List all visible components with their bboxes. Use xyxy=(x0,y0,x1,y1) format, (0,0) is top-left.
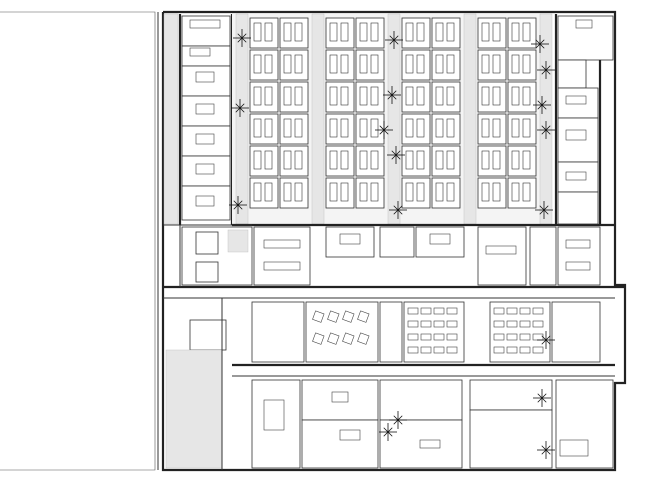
middle-service-band xyxy=(163,226,625,299)
plant-symbol xyxy=(231,99,249,117)
plant-symbol xyxy=(537,121,555,139)
desk xyxy=(506,346,518,354)
plant-symbol xyxy=(387,146,405,164)
desk xyxy=(519,346,531,354)
desk xyxy=(433,346,445,354)
bed-room xyxy=(249,49,309,81)
desk xyxy=(506,320,518,328)
left-office-wing xyxy=(163,13,234,225)
table xyxy=(357,332,370,345)
bed-room xyxy=(477,145,537,177)
bed-room xyxy=(249,17,309,49)
bottom-band-rooms xyxy=(251,379,614,469)
ward-bed-rooms xyxy=(249,17,537,209)
site-boundary-line xyxy=(0,11,156,471)
plant-symbol xyxy=(379,423,397,441)
desk xyxy=(519,333,531,341)
bed-room xyxy=(477,49,537,81)
bed-room xyxy=(477,17,537,49)
bed-room xyxy=(401,17,461,49)
plant-symbol xyxy=(233,29,251,47)
bed-room xyxy=(249,177,309,209)
bed-room xyxy=(249,113,309,145)
desk xyxy=(407,307,419,315)
bed-room xyxy=(325,49,385,81)
desk xyxy=(433,320,445,328)
classroom-desks xyxy=(312,307,544,354)
desk xyxy=(420,346,432,354)
desk xyxy=(493,320,505,328)
table xyxy=(342,332,355,345)
bed-room xyxy=(249,81,309,113)
plant-symbol xyxy=(537,331,555,349)
bed-room xyxy=(325,145,385,177)
desk xyxy=(446,346,458,354)
bed-room xyxy=(401,49,461,81)
bed-room xyxy=(401,145,461,177)
bed-room xyxy=(325,81,385,113)
bed-room xyxy=(477,113,537,145)
plant-symbol xyxy=(385,31,403,49)
table xyxy=(312,310,325,323)
plant-symbol xyxy=(389,411,407,429)
bed-room xyxy=(249,145,309,177)
desk xyxy=(506,333,518,341)
plant-symbol xyxy=(537,441,555,459)
table xyxy=(312,332,325,345)
bed-room xyxy=(325,177,385,209)
desk xyxy=(420,333,432,341)
bed-room xyxy=(325,17,385,49)
table xyxy=(327,310,340,323)
bed-room xyxy=(401,81,461,113)
desk xyxy=(407,320,419,328)
bed-room xyxy=(477,81,537,113)
desk xyxy=(433,307,445,315)
plant-symbol xyxy=(531,35,549,53)
desk xyxy=(446,307,458,315)
table xyxy=(357,310,370,323)
bed-room xyxy=(325,113,385,145)
plant-symbols xyxy=(229,29,555,459)
desk xyxy=(532,346,544,354)
desk xyxy=(532,333,544,341)
bed-room xyxy=(477,177,537,209)
building-outline xyxy=(157,10,627,472)
plant-symbol xyxy=(383,86,401,104)
plant-symbol xyxy=(537,61,555,79)
desk xyxy=(407,333,419,341)
desk xyxy=(532,320,544,328)
table xyxy=(327,332,340,345)
plant-symbol xyxy=(375,121,393,139)
desk xyxy=(493,307,505,315)
desk xyxy=(493,333,505,341)
desk xyxy=(407,346,419,354)
desk xyxy=(532,307,544,315)
plant-symbol xyxy=(535,201,553,219)
plant-symbol xyxy=(389,201,407,219)
plant-symbol xyxy=(533,96,551,114)
desk xyxy=(446,320,458,328)
bed-room xyxy=(401,177,461,209)
right-service-wing xyxy=(557,15,614,225)
desk xyxy=(446,333,458,341)
left-entrance-zone xyxy=(163,224,252,470)
table xyxy=(342,310,355,323)
plant-symbol xyxy=(229,196,247,214)
desk xyxy=(506,307,518,315)
desk xyxy=(420,320,432,328)
desk xyxy=(519,320,531,328)
bed-room xyxy=(401,113,461,145)
plant-symbol xyxy=(533,389,551,407)
desk xyxy=(519,307,531,315)
desk xyxy=(420,307,432,315)
desk xyxy=(493,346,505,354)
desk xyxy=(433,333,445,341)
